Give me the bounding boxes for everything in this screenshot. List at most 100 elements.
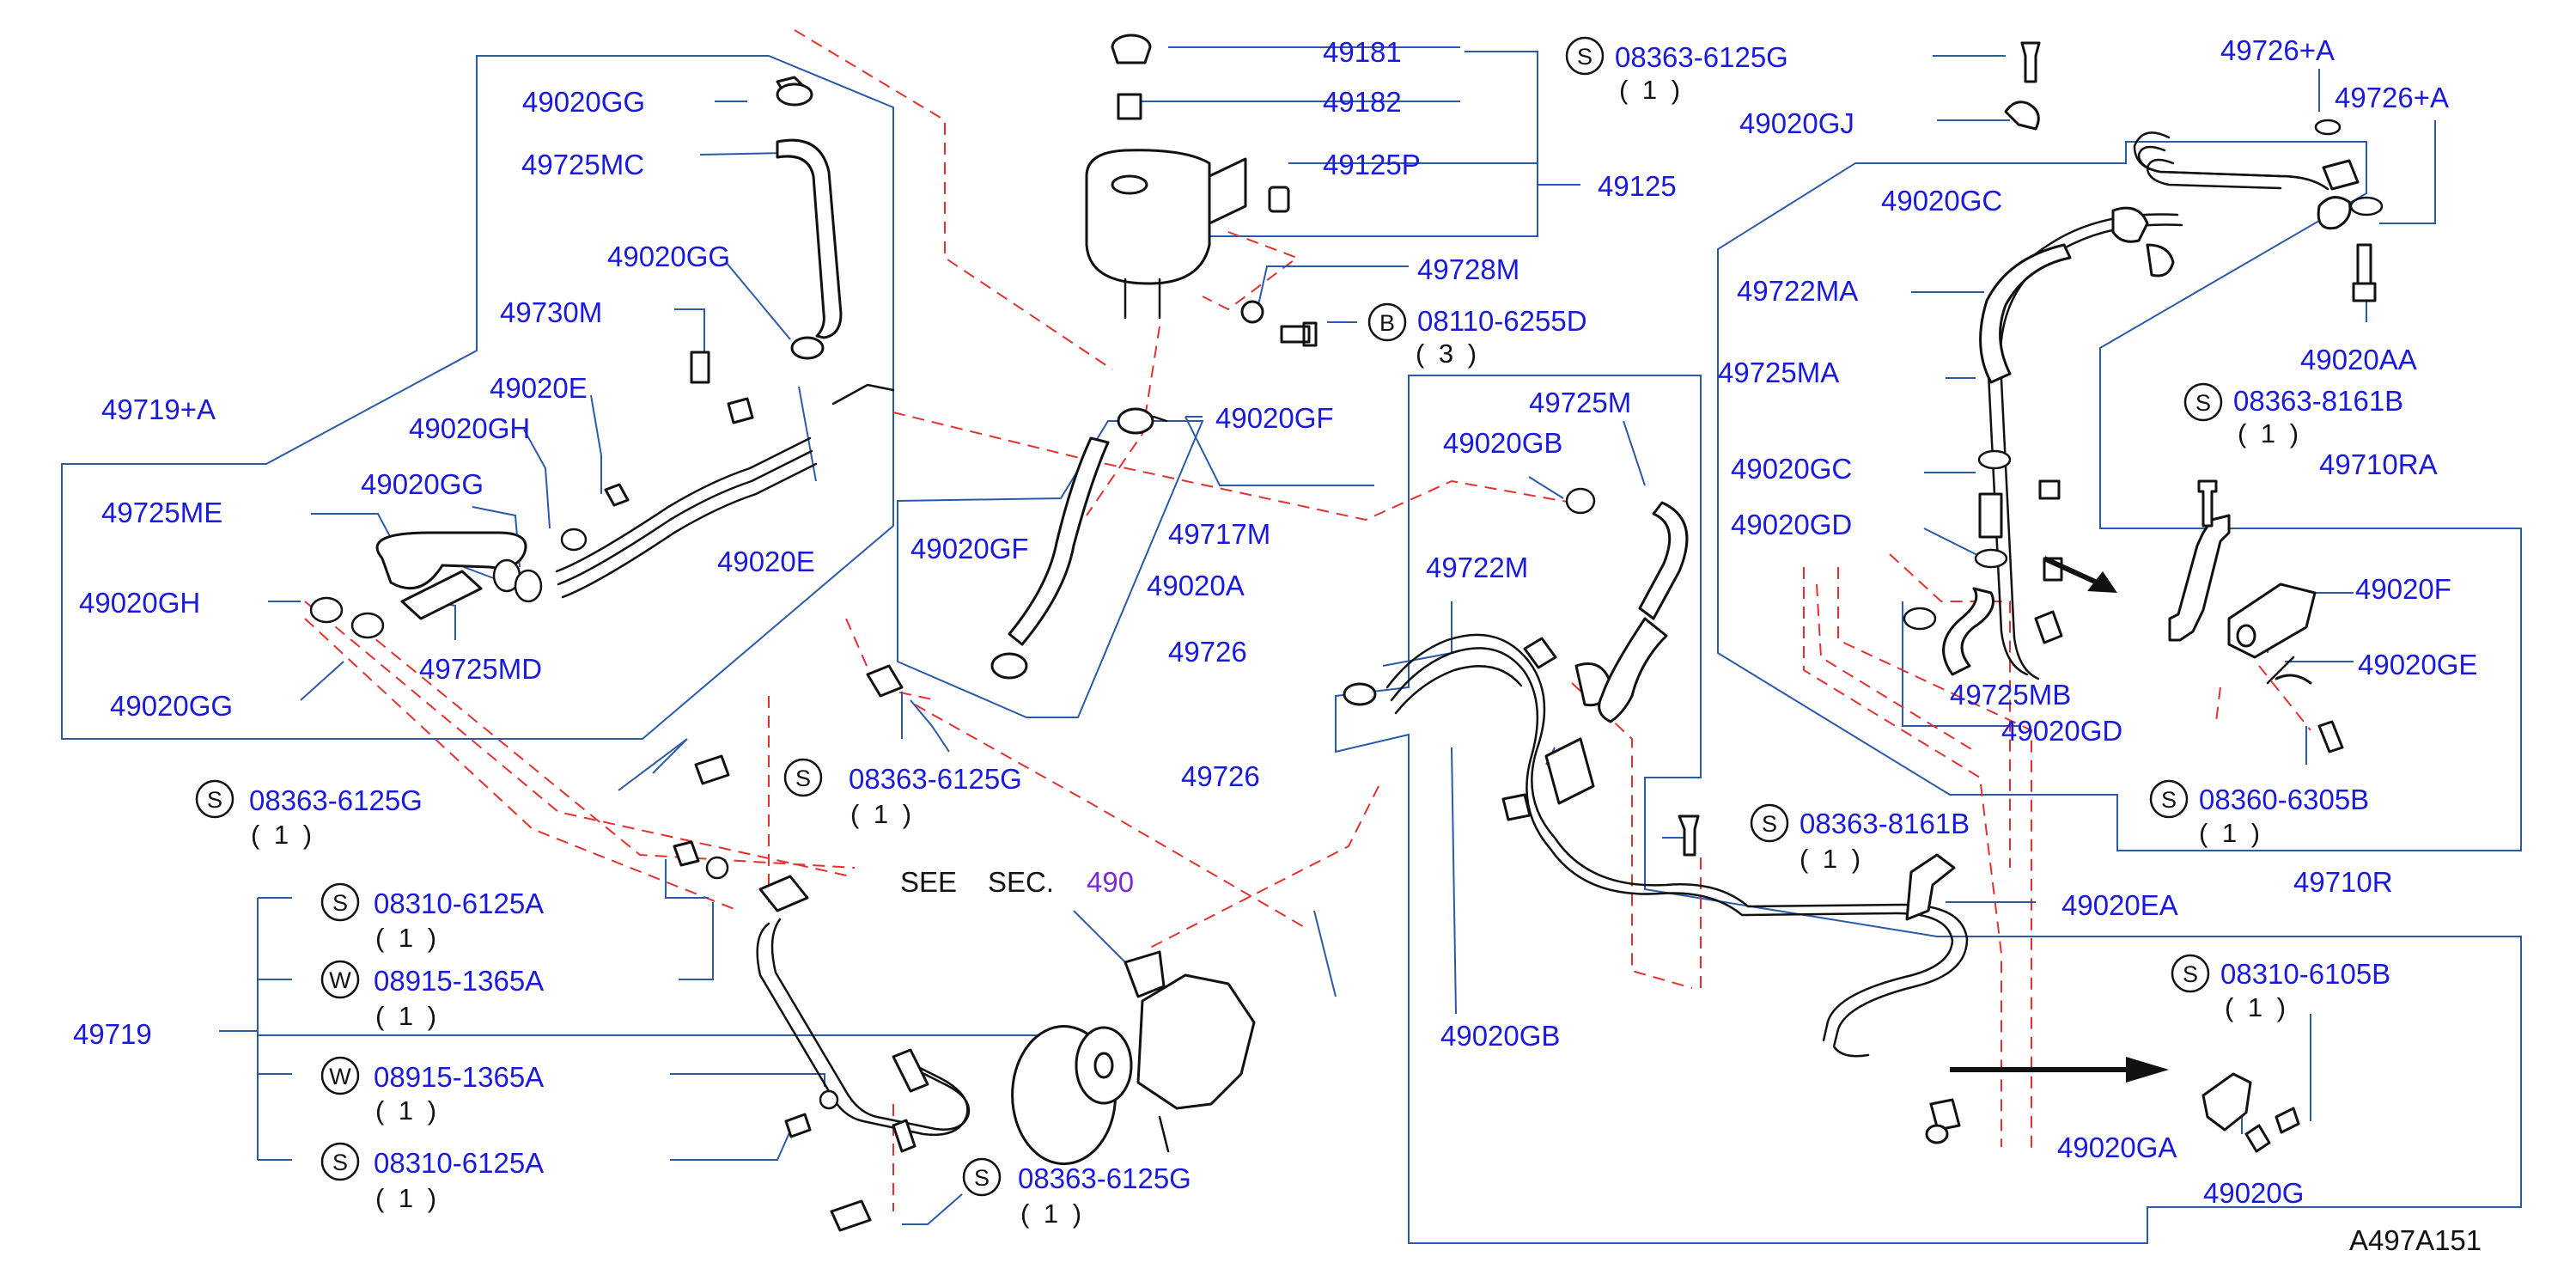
label-49722MA: 49722MA (1737, 275, 1858, 307)
label-49020GB: 49020GB (1443, 427, 1562, 459)
arrow-right-lower (2126, 1057, 2169, 1083)
label-49020GG: 49020GG (522, 86, 645, 118)
bracket-49020F (2168, 479, 2344, 753)
hose-49725MD (400, 570, 483, 620)
label-49726: 49726 (1168, 636, 1247, 668)
label-49726: 49726 (1181, 760, 1260, 792)
bracket-49730M (690, 351, 710, 384)
label-49020GE: 49020GE (2358, 649, 2477, 680)
hose-49725M (1598, 617, 1668, 723)
qty-1: ( 1 ) (375, 1183, 440, 1213)
qty-1: ( 1 ) (375, 1001, 440, 1031)
label-49020GH: 49020GH (409, 412, 530, 444)
symbol-w-circle (320, 960, 360, 999)
reservoir-tank (1085, 149, 1211, 285)
symbol-w: W (329, 967, 351, 993)
label-49725MA: 49725MA (1718, 357, 1839, 388)
label-49020E: 49020E (717, 546, 815, 577)
label-49020GC: 49020GC (1881, 185, 2002, 217)
symbol-s-circle (783, 758, 823, 797)
label-49020A: 49020A (1147, 570, 1245, 601)
symbol-s-circle (320, 882, 360, 922)
center-pipe-49722M (1343, 487, 1969, 1144)
label-49020EA: 49020EA (2061, 889, 2178, 921)
symbol-w-circle (320, 1056, 360, 1095)
label-49719A: 49719+A (101, 393, 216, 425)
symbol-w: W (329, 1064, 351, 1089)
symbol-s-circle (2171, 954, 2210, 993)
part-labels: 49181 49182 49125P 49125 49728M 08110-62… (73, 34, 2482, 1256)
hose-49725ME (375, 531, 527, 590)
label-49020AA: 49020AA (2300, 344, 2417, 375)
label-08363-8161B: 08363-8161B (2233, 385, 2403, 417)
symbol-circles: S B S S S S S S S W W S S (195, 36, 2223, 1197)
symbol-s-circle (1750, 803, 1789, 843)
label-49020GB: 49020GB (1440, 1020, 1560, 1052)
label-08363-6125G: 08363-6125G (249, 784, 423, 816)
label-08915-1365A: 08915-1365A (374, 965, 544, 997)
label-49726A: 49726+A (2335, 82, 2449, 113)
label-08915-1365A: 08915-1365A (374, 1061, 544, 1093)
symbol-s-circle (320, 1142, 360, 1181)
label-08310-6105B: 08310-6105B (2220, 958, 2390, 990)
reservoir-cap (1111, 34, 1152, 64)
qty-1: ( 1 ) (1020, 1199, 1085, 1229)
clamp-mid (790, 336, 825, 360)
label-08310-6125A: 08310-6125A (374, 888, 544, 919)
hidden-lines (304, 29, 2311, 1211)
hose-49725MC (776, 138, 843, 339)
label-49020GF: 49020GF (1215, 402, 1334, 434)
symbol-s: S (2183, 961, 2198, 987)
hose-49725MA (1979, 243, 2072, 384)
section-number: 490 (1087, 866, 1134, 898)
qty-1: ( 1 ) (1800, 844, 1864, 874)
label-49020GJ: 49020GJ (1739, 107, 1854, 139)
lower-right-parts (1678, 814, 2300, 1153)
bolt-b-group (1240, 300, 1318, 347)
label-49181: 49181 (1323, 36, 1402, 68)
label-49725MC: 49725MC (521, 149, 644, 180)
label-49717M: 49717M (1168, 518, 1270, 550)
hose-49717M (990, 407, 1168, 680)
label-49020GC: 49020GC (1731, 453, 1852, 485)
qty-1: ( 1 ) (375, 923, 440, 953)
symbol-s: S (332, 1150, 348, 1175)
reservoir-neck (1111, 174, 1148, 195)
label-49125P: 49125P (1323, 149, 1421, 180)
symbol-s-circle (1565, 36, 1605, 76)
label-49020GD: 49020GD (1731, 509, 1852, 540)
drawing-reference: A497A151 (2349, 1224, 2482, 1256)
symbol-s: S (2161, 787, 2177, 813)
label-49020GA: 49020GA (2057, 1132, 2177, 1163)
left-hose-assembly (309, 76, 895, 639)
qty-1: ( 1 ) (375, 1095, 440, 1126)
label-08363-6125G: 08363-6125G (849, 763, 1022, 795)
label-08363-6125G: 08363-6125G (1615, 41, 1788, 73)
label-49020GG: 49020GG (361, 468, 484, 500)
qty-1: ( 1 ) (850, 799, 915, 829)
label-08110-6255D: 08110-6255D (1417, 305, 1587, 337)
label-49710R: 49710R (2293, 866, 2393, 898)
qty-1: ( 1 ) (251, 820, 315, 850)
symbol-b-circle (1367, 302, 1407, 342)
label-49020GH: 49020GH (79, 587, 200, 619)
label-49182: 49182 (1323, 86, 1402, 118)
label-49020GF: 49020GF (910, 533, 1029, 564)
label-49730M: 49730M (500, 296, 602, 328)
callout-boxes (61, 51, 2522, 1244)
qty-3: ( 3 ) (1416, 339, 1480, 369)
label-49728M: 49728M (1417, 253, 1519, 285)
pump-body (1136, 973, 1256, 1110)
symbol-s: S (207, 787, 222, 813)
label-49020F: 49020F (2355, 573, 2451, 605)
label-49020GG: 49020GG (607, 241, 730, 272)
label-49710RA: 49710RA (2319, 448, 2438, 480)
qty-1: ( 1 ) (2199, 818, 2263, 848)
see-label: SEE (900, 866, 957, 898)
grommet (1268, 186, 1290, 213)
label-49725ME: 49725ME (101, 497, 222, 528)
qty-1: ( 1 ) (1619, 75, 1684, 105)
symbol-s: S (1577, 44, 1592, 70)
arrow-right-upper (2087, 571, 2117, 593)
